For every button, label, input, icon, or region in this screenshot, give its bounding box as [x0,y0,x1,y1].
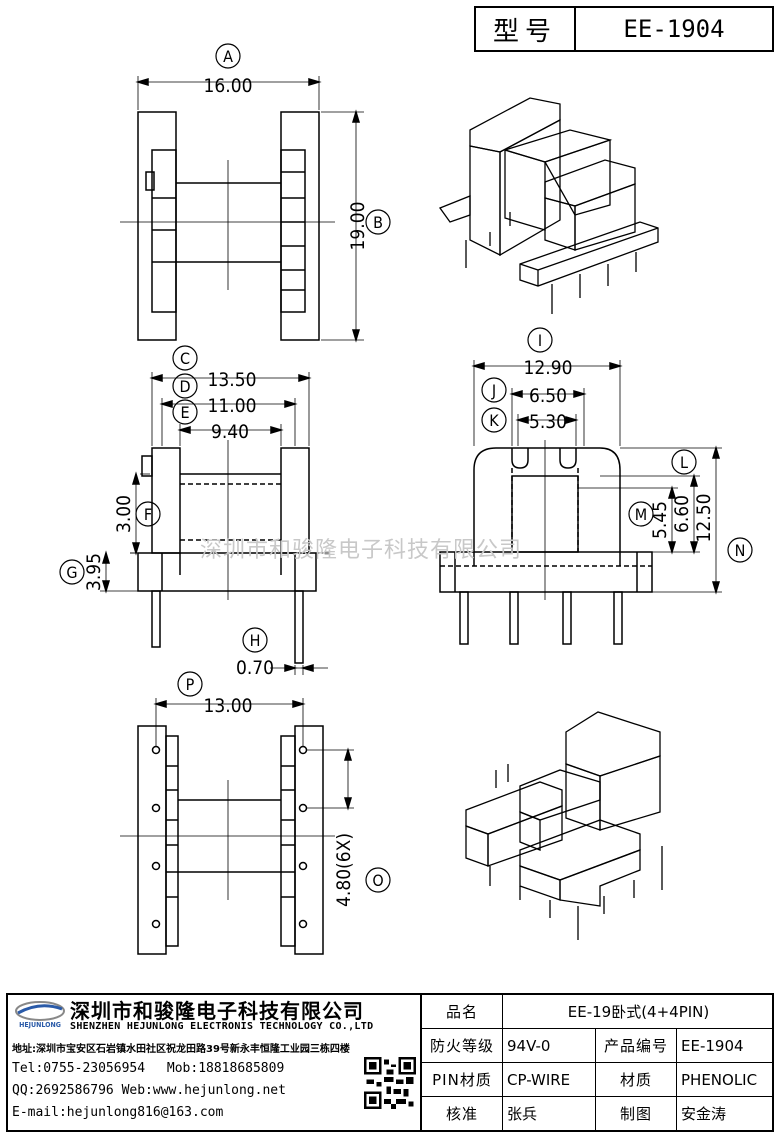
title-block: HEJUNLONG 深圳市和骏隆电子科技有限公司 SHENZHEN HEJUNL… [6,993,774,1132]
dim-letter-e: E [180,403,189,422]
spec-table: 品名 EE-19卧式(4+4PIN) 防火等级 94V-0 产品编号 EE-19… [420,995,774,1130]
dim-value-i: 12.90 [524,357,573,379]
dim-value-o: 4.80(6X) [333,833,355,907]
label-circle-e [172,399,198,425]
dim-letter-m: M [635,505,647,524]
company-tel: Tel:0755-23056954 [12,1061,146,1076]
company-qq-web: QQ:2692586796 Web:www.hejunlong.net [12,1083,286,1098]
label-circle-c [172,345,198,371]
dim-letter-p: P [186,675,195,694]
model-value: EE-1904 [623,15,725,43]
dim-value-b: 19.00 [347,202,369,251]
dim-letter-i: I [538,331,542,350]
label-circle-i [527,327,553,353]
model-label: 型号 [476,8,576,50]
dim-value-d: 11.00 [208,395,257,417]
company-address: 地址:深圳市宝安区石岩镇水田社区祝龙田路39号新永丰恒隆工业园三栋四楼 [12,1044,350,1055]
product-code-value: EE-1904 [676,1028,774,1063]
logo-text: HEJUNLONG [19,1021,61,1029]
qr-code-icon [364,1057,416,1109]
dim-letter-l: L [680,453,688,472]
dim-value-e: 9.40 [211,421,249,443]
technical-drawing: A 16.00 B 19.00 [59,43,753,955]
pin-material-value: CP-WIRE [502,1062,596,1097]
dim-value-h: 0.70 [236,657,274,679]
company-mob: Mob:18818685809 [166,1061,285,1076]
dim-letter-h: H [250,631,261,650]
dim-letter-k: K [489,411,499,430]
dim-value-f: 3.00 [113,495,135,533]
drawn-value: 安金涛 [676,1096,774,1130]
product-name-label: 品名 [422,995,503,1029]
material-label: 材质 [595,1062,677,1097]
dim-letter-f: F [144,505,152,524]
company-tel-row: Tel:0755-23056954 Mob:18818685809 [12,1061,284,1076]
label-circle-m [628,501,654,527]
company-name-en: SHENZHEN HEJUNLONG ELECTRONIS TECHNOLOGY… [70,1021,374,1032]
label-circle-o [365,867,391,893]
front-view [100,372,330,675]
dim-letter-a: A [223,47,233,66]
product-code-label: 产品编号 [595,1028,677,1063]
label-circle-k [481,407,507,433]
company-email: E-mail:hejunlong816@163.com [12,1105,224,1120]
label-circle-g [59,559,85,585]
label-circle-a [215,43,241,69]
dim-letter-d: D [179,377,190,396]
drawn-label: 制图 [595,1096,677,1130]
company-logo: HEJUNLONG [15,1001,65,1029]
side-view [439,360,722,645]
top-view [120,76,364,343]
material-value: PHENOLIC [676,1062,774,1097]
approved-label: 核准 [422,1096,503,1130]
fire-rating-value: 94V-0 [502,1028,596,1063]
bottom-view [120,698,354,955]
dim-letter-n: N [735,541,746,560]
dim-value-g: 3.95 [83,553,105,591]
dim-value-p: 13.00 [204,695,253,717]
dim-value-l: 5.45 [649,501,671,539]
dim-letter-g: G [66,563,77,582]
dim-value-n: 12.50 [693,494,715,543]
company-info: HEJUNLONG 深圳市和骏隆电子科技有限公司 SHENZHEN HEJUNL… [8,995,420,1130]
label-circle-h [242,627,268,653]
approved-value: 张兵 [502,1096,596,1130]
label-circle-n [727,537,753,563]
label-circle-j [481,377,507,403]
dim-letter-b: B [373,213,383,232]
fire-rating-label: 防火等级 [422,1028,503,1063]
dim-letter-c: C [180,349,190,368]
label-circle-b [365,209,391,235]
company-name-cn: 深圳市和骏隆电子科技有限公司 [70,999,364,1023]
iso-view-bottom [465,711,663,940]
dim-value-k: 5.30 [529,411,567,433]
label-circle-d [172,373,198,399]
dim-value-j: 6.50 [529,385,567,407]
dim-value-a: 16.00 [204,75,253,97]
dim-letter-j: J [491,381,496,400]
model-title-box: 型号 EE-1904 [474,6,774,52]
watermark: 深圳市和骏隆电子科技有限公司 [200,538,523,563]
label-circle-l [671,449,697,475]
pin-material-label: PIN材质 [422,1062,503,1097]
iso-view-top [438,97,659,314]
dim-letter-o: O [372,871,383,890]
dim-value-c: 13.50 [208,369,257,391]
dim-value-m: 6.60 [671,495,693,533]
label-circle-p [177,671,203,697]
label-circle-f [135,501,161,527]
product-name-value: EE-19卧式(4+4PIN) [502,995,774,1029]
